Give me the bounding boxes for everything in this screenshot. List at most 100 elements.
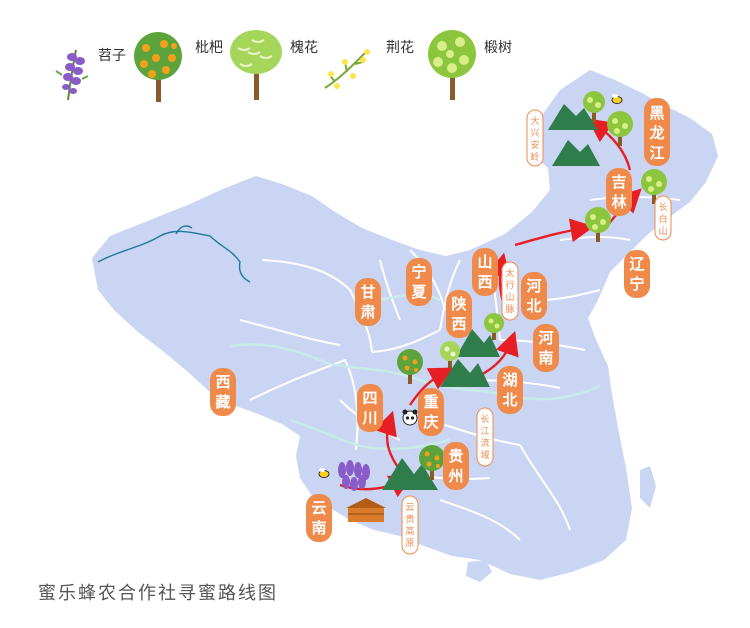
svg-text:贵: 贵: [405, 513, 414, 525]
route-guizhou-sichuan: [374, 410, 401, 471]
label-yangtze: 长 江 流 域: [476, 407, 494, 467]
legend-label-1: 枇杷: [195, 40, 223, 56]
svg-text:脉: 脉: [505, 303, 514, 315]
label-yungui: 云 贵 高 原: [401, 495, 419, 555]
svg-text:湖: 湖: [502, 371, 517, 389]
label-hebei: 河 北: [521, 272, 547, 320]
svg-text:黑: 黑: [649, 104, 664, 122]
label-heilongjiang: 黑 龙 江: [644, 98, 670, 166]
svg-text:河: 河: [538, 329, 553, 347]
svg-text:流: 流: [480, 437, 489, 449]
svg-text:辽: 辽: [629, 255, 644, 273]
route-jilin-heilongjiang: [587, 118, 632, 171]
svg-text:夏: 夏: [410, 283, 427, 301]
label-jilin: 吉 林: [606, 168, 632, 216]
svg-text:河: 河: [526, 277, 541, 295]
label-chongqing: 重 庆: [418, 388, 444, 436]
svg-text:江: 江: [649, 144, 664, 162]
svg-text:宁: 宁: [629, 275, 644, 293]
legend-label-4: 椴树: [484, 40, 512, 56]
svg-text:贵: 贵: [448, 447, 463, 465]
svg-text:云: 云: [405, 503, 414, 513]
svg-text:宁: 宁: [411, 263, 426, 281]
svg-text:北: 北: [502, 391, 517, 409]
label-yunnan: 云 南: [306, 494, 332, 542]
legend: 苕子 枇杷 槐花: [55, 30, 512, 102]
route-sichuan-chongqing: [409, 367, 454, 406]
purple-flower-icon: [55, 49, 89, 101]
svg-text:西: 西: [477, 273, 492, 291]
svg-text:林: 林: [611, 193, 627, 211]
svg-text:川: 川: [361, 409, 377, 427]
svg-text:长: 长: [480, 413, 489, 425]
linden-tree-icon: [440, 91, 667, 368]
legend-label-0: 苕子: [98, 48, 126, 64]
svg-text:岭: 岭: [530, 151, 539, 163]
label-xizang: 西 藏: [210, 368, 236, 416]
svg-text:山: 山: [505, 292, 514, 303]
svg-text:江: 江: [480, 426, 489, 437]
panda-icon: [402, 409, 418, 426]
mountain-icon: [456, 329, 500, 357]
label-guizhou: 贵 州: [443, 442, 469, 490]
taiwan-island: [640, 466, 656, 508]
svg-text:原: 原: [405, 538, 414, 549]
feature-labels: 大 兴 安 岭 长 白 山 太 行 山 脉 长 江 流 域 云 贵: [401, 109, 672, 555]
label-ningxia: 宁 夏: [406, 258, 432, 306]
svg-text:肃: 肃: [360, 303, 375, 321]
svg-text:四: 四: [362, 389, 377, 407]
svg-text:西: 西: [215, 373, 230, 391]
west-rivers: [97, 225, 251, 283]
label-shaanxi: 陕 西: [446, 290, 472, 338]
svg-text:高: 高: [405, 525, 414, 537]
label-sichuan: 四 川: [357, 384, 383, 432]
label-changbaishan: 长 白 山: [654, 195, 672, 241]
svg-text:甘: 甘: [360, 283, 375, 301]
svg-text:重: 重: [423, 393, 438, 411]
label-shanxi: 山 西: [472, 248, 498, 296]
map-caption: 蜜乐蜂农合作社寻蜜路线图: [38, 583, 278, 604]
purple-flower-icon: [338, 460, 370, 491]
svg-text:庆: 庆: [423, 413, 438, 431]
svg-text:吉: 吉: [611, 173, 626, 191]
svg-text:山: 山: [658, 226, 667, 237]
svg-text:行: 行: [505, 279, 514, 291]
svg-text:南: 南: [311, 519, 326, 537]
svg-text:长: 长: [658, 201, 667, 213]
bee-icon: [611, 94, 623, 104]
beehive-icon: [346, 498, 386, 522]
svg-text:北: 北: [526, 297, 541, 315]
route-shanxi-liaoning: [514, 218, 595, 247]
svg-text:陕: 陕: [451, 295, 466, 313]
linden-tree-icon: [428, 30, 476, 100]
china-landmass: [92, 70, 718, 580]
bee-icon: [318, 468, 330, 478]
svg-text:州: 州: [447, 467, 463, 485]
svg-text:云: 云: [311, 499, 326, 517]
mountain-icon: [440, 359, 490, 387]
mountain-icon: [382, 458, 438, 490]
svg-text:西: 西: [451, 315, 466, 333]
svg-text:安: 安: [530, 139, 539, 151]
loquat-tree-icon: [397, 349, 445, 480]
loquat-tree-icon: [134, 32, 182, 102]
svg-text:兴: 兴: [530, 128, 539, 139]
mountain-icon: [552, 140, 600, 166]
svg-text:白: 白: [658, 213, 667, 225]
hainan-island: [466, 560, 492, 582]
province-labels: 黑 龙 江 吉 林 辽 宁 山 西 河 北 河: [210, 98, 670, 542]
mountain-icon: [548, 104, 598, 130]
label-taihangshan: 太 行 山 脉: [501, 261, 519, 321]
label-hubei: 湖 北: [497, 366, 523, 414]
vitex-flower-icon: [324, 49, 370, 89]
label-liaoning: 辽 宁: [624, 250, 650, 298]
svg-text:域: 域: [480, 449, 489, 461]
svg-text:山: 山: [477, 253, 492, 271]
label-gansu: 甘 肃: [355, 278, 381, 326]
label-henan: 河 南: [533, 324, 559, 372]
svg-text:藏: 藏: [215, 393, 230, 411]
label-daxinganling: 大 兴 安 岭: [526, 109, 544, 167]
svg-text:大: 大: [530, 115, 539, 127]
svg-text:龙: 龙: [648, 124, 664, 142]
